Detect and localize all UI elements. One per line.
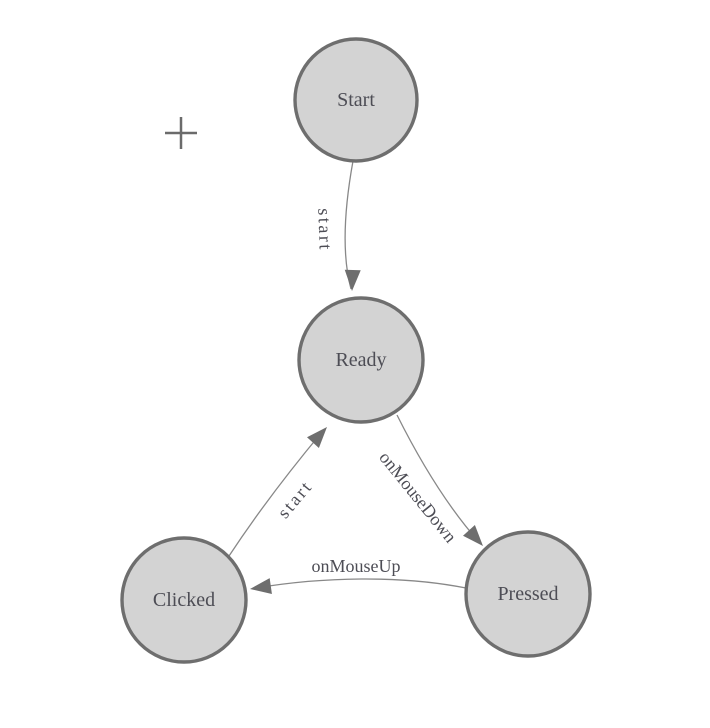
state-node-clicked[interactable]: Clicked — [120, 536, 248, 664]
state-label-pressed: Pressed — [497, 583, 558, 605]
state-node-start[interactable]: Start — [293, 37, 419, 163]
edge-label-onmouseup: onMouseUp — [312, 556, 401, 576]
state-label-ready: Ready — [335, 349, 386, 371]
edge-clicked-to-ready[interactable]: start — [228, 422, 333, 557]
edge-start-to-ready[interactable]: start — [314, 160, 361, 291]
state-circle — [120, 536, 248, 664]
arrowhead-icon — [344, 269, 361, 291]
edge-label-start-2: start — [273, 476, 316, 522]
edge-pressed-to-clicked[interactable]: onMouseUp — [249, 556, 467, 597]
state-node-ready[interactable]: Ready — [297, 296, 425, 424]
arrowhead-icon — [250, 578, 272, 594]
state-node-pressed[interactable]: Pressed — [464, 530, 592, 658]
plus-crosshair-icon — [165, 117, 197, 149]
edge-label-start-1: start — [314, 208, 336, 252]
edge-line — [228, 431, 323, 557]
state-label-start: Start — [337, 89, 375, 111]
edge-label-onmousedown: onMouseDown — [375, 448, 460, 547]
edge-ready-to-pressed[interactable]: onMouseDown — [375, 414, 489, 551]
edge-line — [255, 578, 467, 589]
state-label-clicked: Clicked — [153, 589, 215, 611]
state-circle — [297, 296, 425, 424]
state-circle — [293, 37, 419, 163]
state-circle — [464, 530, 592, 658]
arrowhead-icon — [307, 427, 327, 448]
arrowhead-icon — [463, 525, 483, 546]
edge-line — [396, 414, 480, 543]
